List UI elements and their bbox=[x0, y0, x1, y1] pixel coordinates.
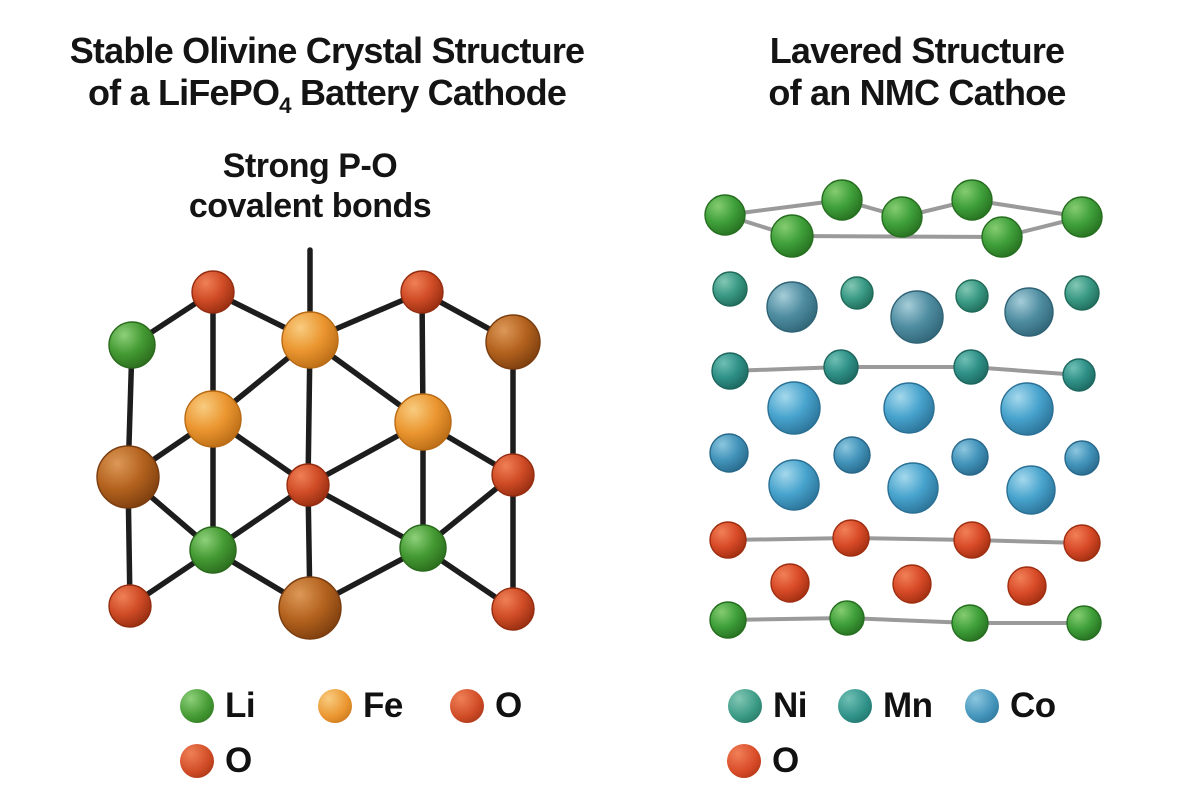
atom-rred bbox=[709, 521, 747, 559]
atom-teal bbox=[1064, 275, 1100, 311]
o-atom-icon bbox=[727, 744, 761, 778]
atom-red bbox=[191, 270, 235, 314]
atom-rgreen bbox=[709, 601, 747, 639]
covalent-bond-annotation: Strong P-O covalent bonds bbox=[188, 147, 432, 226]
atom-brown bbox=[96, 445, 160, 509]
atom-blueteal bbox=[890, 290, 944, 344]
atom-blue2 bbox=[1064, 440, 1100, 476]
atom-teal2 bbox=[823, 349, 859, 385]
atom-teal bbox=[840, 276, 874, 310]
atom-red bbox=[491, 587, 535, 631]
left-title-line1: Stable Olivine Crystal Structure bbox=[69, 30, 585, 71]
atom-teal2 bbox=[953, 349, 989, 385]
atom-blueteal bbox=[1004, 287, 1054, 337]
legend-item-fe: Fe bbox=[318, 686, 403, 726]
atom-red bbox=[400, 270, 444, 314]
atom-rred bbox=[1007, 566, 1047, 606]
legend-item-o-right: O bbox=[727, 741, 799, 781]
atom-teal2 bbox=[1062, 358, 1096, 392]
o-atom-icon bbox=[180, 744, 214, 778]
atom-rred bbox=[1063, 524, 1101, 562]
ni-atom-icon bbox=[728, 689, 762, 723]
atom-blue bbox=[887, 462, 939, 514]
o-atom-icon bbox=[450, 689, 484, 723]
atom-red bbox=[491, 453, 535, 497]
right-panel-title: Lavered Structure of an NMC Cathoe bbox=[697, 30, 1137, 114]
legend-item-o2: O bbox=[180, 741, 252, 781]
left-title-line2: of a LiFePO4 Battery Cathode bbox=[87, 71, 567, 118]
atom-rgreen bbox=[951, 179, 993, 221]
atom-teal bbox=[955, 279, 989, 313]
atom-blue bbox=[767, 381, 821, 435]
atom-blue bbox=[883, 382, 935, 434]
nmc-bond bbox=[849, 536, 974, 542]
atom-blue bbox=[1006, 465, 1056, 515]
atom-brown bbox=[485, 314, 541, 370]
co-atom-icon bbox=[965, 689, 999, 723]
right-title-line2: of an NMC Cathoe bbox=[768, 71, 1066, 113]
atom-blue2 bbox=[951, 438, 989, 476]
fe-atom-icon bbox=[318, 689, 352, 723]
right-title-line1: Lavered Structure bbox=[769, 30, 1065, 71]
li-atom-icon bbox=[180, 689, 214, 723]
atom-blue2 bbox=[709, 433, 749, 473]
legend-item-li: Li bbox=[180, 686, 256, 726]
nmc-bond bbox=[726, 536, 853, 542]
atom-green bbox=[189, 526, 237, 574]
atom-rgreen bbox=[704, 194, 746, 236]
atom-green bbox=[108, 321, 156, 369]
atom-rgreen bbox=[821, 179, 863, 221]
left-panel-title: Stable Olivine Crystal Structure of a Li… bbox=[22, 30, 632, 119]
atom-blue2 bbox=[833, 436, 871, 474]
nmc-bond bbox=[845, 616, 972, 625]
nmc-bond bbox=[969, 365, 1081, 377]
atom-rred bbox=[892, 564, 932, 604]
atom-rgreen bbox=[951, 604, 989, 642]
legend-item-co: Co bbox=[965, 686, 1056, 726]
mn-atom-icon bbox=[838, 689, 872, 723]
atom-rgreen bbox=[829, 600, 865, 636]
legend-item-mn: Mn bbox=[838, 686, 933, 726]
atom-red bbox=[286, 463, 330, 507]
atom-rred bbox=[953, 521, 991, 559]
atom-rred bbox=[832, 519, 870, 557]
nmc-bond bbox=[726, 616, 849, 622]
atom-green bbox=[399, 524, 447, 572]
atom-rgreen bbox=[1066, 605, 1102, 641]
legend-item-ni: Ni bbox=[728, 686, 808, 726]
atom-blueteal bbox=[766, 281, 818, 333]
atom-blue bbox=[768, 459, 820, 511]
atom-rred bbox=[770, 563, 810, 603]
legend-item-o: O bbox=[450, 686, 522, 726]
atom-brown bbox=[278, 576, 342, 640]
atom-blue bbox=[1000, 382, 1054, 436]
atom-rgreen bbox=[981, 216, 1023, 258]
atom-rgreen bbox=[770, 214, 814, 258]
atom-rgreen bbox=[1061, 196, 1103, 238]
subscript-4: 4 bbox=[279, 92, 291, 118]
atom-rgreen bbox=[881, 196, 923, 238]
atom-orange bbox=[184, 390, 242, 448]
atom-orange bbox=[281, 311, 339, 369]
atom-teal bbox=[712, 271, 748, 307]
atom-orange bbox=[394, 393, 452, 451]
atom-red bbox=[108, 584, 152, 628]
atom-teal2 bbox=[711, 352, 749, 390]
